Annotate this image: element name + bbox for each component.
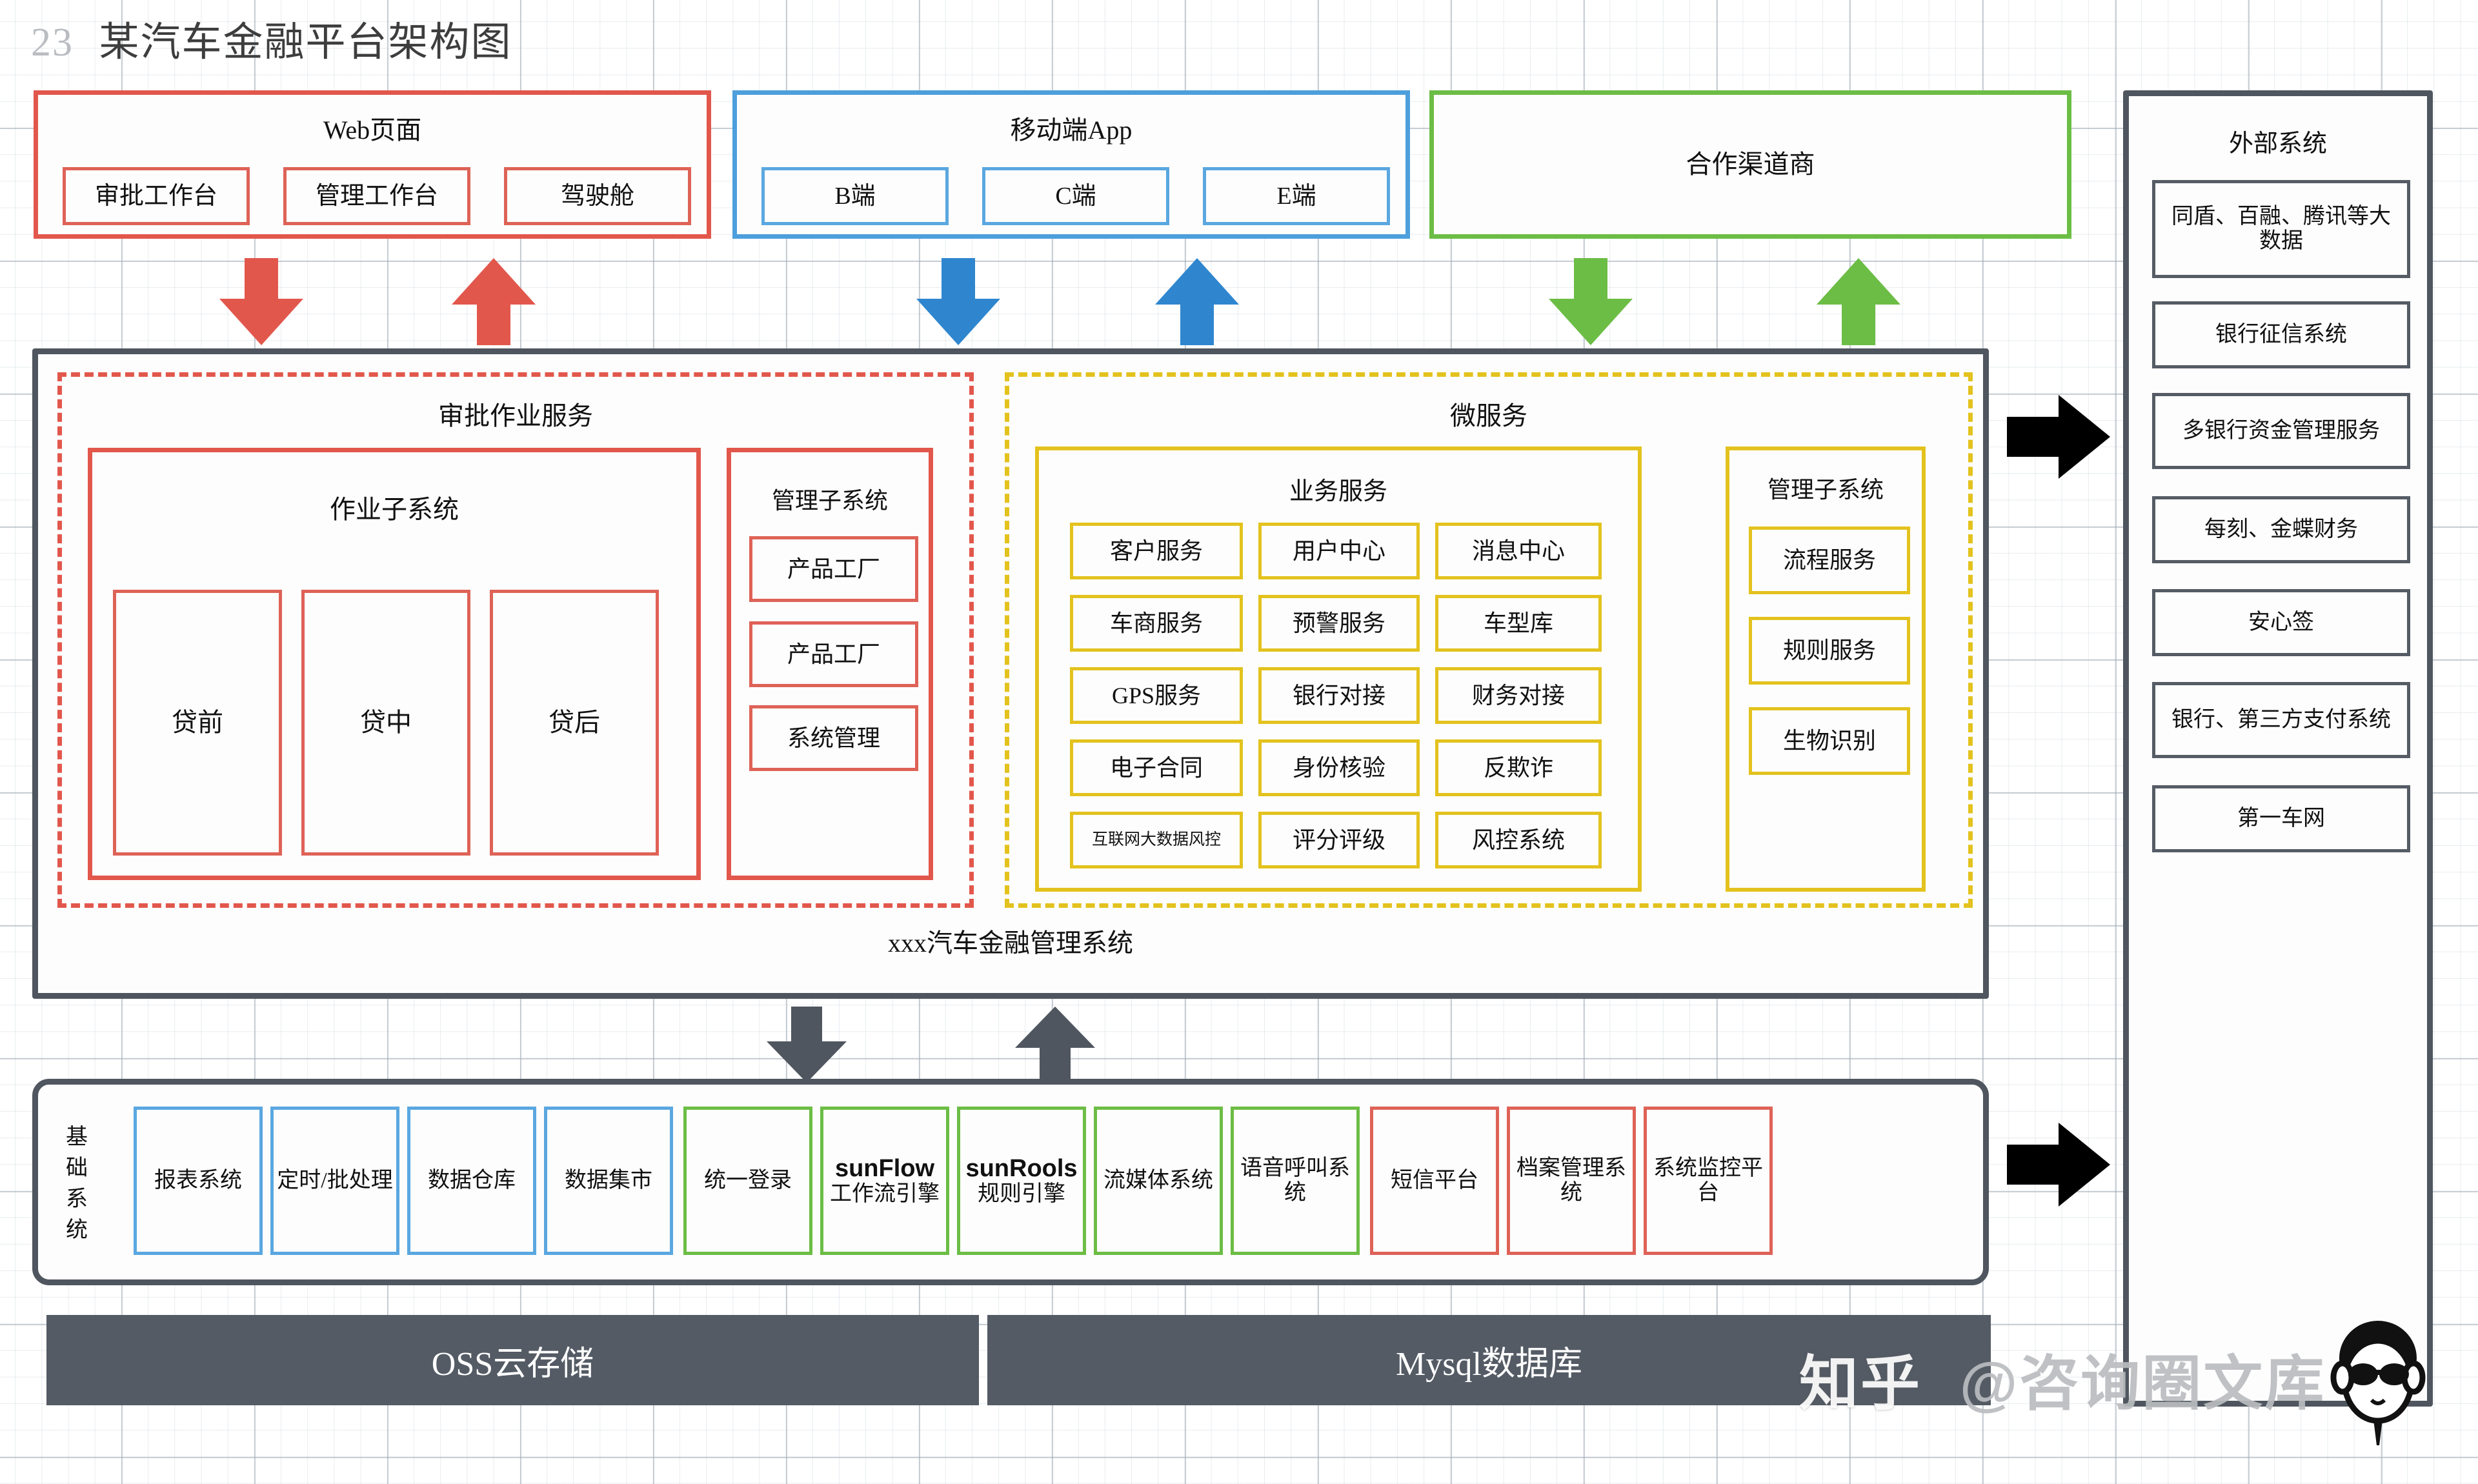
- web-item-management-workbench[interactable]: 管理工作台: [283, 167, 470, 225]
- channel-web-title: Web页面: [323, 115, 422, 145]
- business-service-item[interactable]: 车商服务: [1070, 595, 1243, 652]
- business-service-item[interactable]: GPS服务: [1070, 667, 1243, 724]
- mobile-item-c-end[interactable]: C端: [982, 167, 1169, 225]
- infra-item-label: 定时/批处理: [277, 1168, 393, 1192]
- external-item-bank-credit-system[interactable]: 银行征信系统: [2152, 301, 2410, 368]
- business-service-item[interactable]: 客户服务: [1070, 523, 1243, 579]
- external-item-bank-thirdparty-payment[interactable]: 银行、第三方支付系统: [2152, 682, 2410, 758]
- arrow-platform-to-mobile-up: [1155, 258, 1239, 345]
- channel-web-panel: Web页面 审批工作台 管理工作台 驾驶舱: [34, 90, 711, 239]
- web-item-cockpit[interactable]: 驾驶舱: [504, 167, 691, 225]
- microservice-mgmt-item-process-service[interactable]: 流程服务: [1749, 526, 1910, 594]
- business-service-item[interactable]: 身份核验: [1258, 739, 1420, 796]
- external-item-diyi-chewang[interactable]: 第一车网: [2152, 785, 2410, 852]
- external-item-anxinqian[interactable]: 安心签: [2152, 589, 2410, 656]
- business-service-item[interactable]: 消息中心: [1435, 523, 1602, 579]
- business-service-item[interactable]: 互联网大数据风控: [1070, 812, 1243, 868]
- business-service-item[interactable]: 用户中心: [1258, 523, 1420, 579]
- microservice-title: 微服务: [1450, 401, 1527, 430]
- approval-mgmt-item-product-factory-1[interactable]: 产品工厂: [749, 536, 918, 602]
- infra-item-report-system[interactable]: 报表系统: [134, 1107, 263, 1255]
- business-service-item[interactable]: 电子合同: [1070, 739, 1243, 796]
- infra-item-data-warehouse[interactable]: 数据仓库: [407, 1107, 536, 1255]
- arrow-mobile-to-platform-down: [916, 258, 1000, 345]
- infrastructure-shell: 基础系统 报表系统 定时/批处理 数据仓库 数据集市 统一登录 sunFlow …: [32, 1079, 1989, 1285]
- infra-item-streaming-media-system[interactable]: 流媒体系统: [1094, 1107, 1223, 1255]
- approval-service-group: 审批作业服务 作业子系统 贷前 贷中 贷后 管理子系统 产品工厂 产品工厂 系统…: [57, 372, 974, 908]
- mobile-item-b-end[interactable]: B端: [761, 167, 949, 225]
- approval-mgmt-item-system-management[interactable]: 系统管理: [749, 705, 918, 771]
- page-title-text: 某汽车金融平台架构图: [99, 21, 512, 65]
- business-service-item[interactable]: 预警服务: [1258, 595, 1420, 652]
- infra-item-sunrools-rule-engine[interactable]: sunRools 规则引擎: [957, 1107, 1086, 1255]
- microservice-mgmt-item-biometrics[interactable]: 生物识别: [1749, 707, 1910, 775]
- infra-item-system-monitoring-platform[interactable]: 系统监控平台: [1644, 1107, 1773, 1255]
- arrow-infrastructure-to-external-right: [2007, 1123, 2110, 1207]
- infra-item-label: 规则引擎: [978, 1182, 1065, 1207]
- approval-mgmt-subsystem-panel: 管理子系统 产品工厂 产品工厂 系统管理: [727, 448, 933, 880]
- business-service-title: 业务服务: [1289, 478, 1387, 505]
- microservice-mgmt-subsystem-panel: 管理子系统 流程服务 规则服务 生物识别: [1726, 446, 1926, 892]
- external-systems-shell: 外部系统 同盾、百融、腾讯等大数据 银行征信系统 多银行资金管理服务 每刻、金蝶…: [2123, 90, 2433, 1407]
- page-title: 23 某汽车金融平台架构图: [31, 9, 512, 67]
- external-item-multibank-fund-management[interactable]: 多银行资金管理服务: [2152, 393, 2410, 469]
- business-service-item[interactable]: 评分评级: [1258, 812, 1420, 868]
- microservice-group: 微服务 业务服务 客户服务 用户中心 消息中心 车商服务 预警服务 车型库 GP…: [1005, 372, 1973, 908]
- infrastructure-label: 基础系统: [62, 1125, 86, 1248]
- microservice-mgmt-subsystem-title: 管理子系统: [1767, 477, 1884, 503]
- external-systems-title: 外部系统: [2228, 130, 2327, 157]
- business-service-item[interactable]: 车型库: [1435, 595, 1602, 652]
- watermark-avatar-icon: [2330, 1321, 2426, 1445]
- watermark: 知乎 @咨询圈文库: [1799, 1336, 2326, 1421]
- arrow-partner-to-platform-down: [1549, 258, 1633, 345]
- page-title-number: 23: [31, 21, 74, 65]
- infra-item-data-mart[interactable]: 数据集市: [544, 1107, 673, 1255]
- infra-item-sms-platform[interactable]: 短信平台: [1370, 1107, 1499, 1255]
- job-stage-post-loan[interactable]: 贷后: [490, 590, 659, 856]
- business-service-item[interactable]: 风控系统: [1435, 812, 1602, 868]
- business-service-item[interactable]: 银行对接: [1258, 667, 1420, 724]
- infra-item-batch-processing[interactable]: 定时/批处理: [270, 1107, 399, 1255]
- infra-item-brand: sunRools: [965, 1154, 1078, 1182]
- watermark-brand: 知乎: [1799, 1351, 1922, 1417]
- channel-partner-panel: 合作渠道商: [1429, 90, 2071, 239]
- microservice-mgmt-item-rule-service[interactable]: 规则服务: [1749, 617, 1910, 685]
- arrow-web-to-platform-down: [219, 258, 303, 345]
- job-stage-in-loan[interactable]: 贷中: [301, 590, 470, 856]
- watermark-handle: @咨询圈文库: [1959, 1351, 2326, 1417]
- channel-mobile-title: 移动端App: [1010, 115, 1133, 145]
- job-stage-pre-loan[interactable]: 贷前: [113, 590, 282, 856]
- infra-item-unified-login[interactable]: 统一登录: [683, 1107, 812, 1255]
- job-subsystem-panel: 作业子系统 贷前 贷中 贷后: [88, 448, 701, 880]
- mobile-item-e-end[interactable]: E端: [1203, 167, 1390, 225]
- web-item-approval-workbench[interactable]: 审批工作台: [63, 167, 250, 225]
- job-subsystem-title: 作业子系统: [330, 495, 459, 524]
- business-service-item[interactable]: 反欺诈: [1435, 739, 1602, 796]
- infra-item-sunflow-workflow-engine[interactable]: sunFlow 工作流引擎: [820, 1107, 949, 1255]
- business-service-item[interactable]: 财务对接: [1435, 667, 1602, 724]
- infra-item-voice-call-system[interactable]: 语音呼叫系统: [1231, 1107, 1360, 1255]
- platform-footer-label: xxx汽车金融管理系统: [888, 928, 1133, 958]
- arrow-platform-to-external-right: [2007, 395, 2110, 479]
- infra-item-label: 工作流引擎: [830, 1182, 940, 1207]
- arrow-platform-to-web-up: [452, 258, 536, 345]
- infra-item-brand: sunFlow: [834, 1154, 935, 1182]
- storage-mysql: Mysql数据库: [987, 1315, 1991, 1405]
- infra-item-archive-management-system[interactable]: 档案管理系统: [1507, 1107, 1636, 1255]
- external-item-bigdata-vendors[interactable]: 同盾、百融、腾讯等大数据: [2152, 180, 2410, 278]
- approval-service-title: 审批作业服务: [438, 401, 593, 430]
- arrow-platform-to-infrastructure-down: [765, 1007, 849, 1083]
- approval-mgmt-subsystem-title: 管理子系统: [771, 488, 888, 514]
- storage-oss: OSS云存储: [46, 1315, 979, 1405]
- arrow-infrastructure-to-platform-up: [1013, 1007, 1097, 1083]
- arrow-platform-to-partner-up: [1817, 258, 1900, 345]
- external-item-finance-vendors[interactable]: 每刻、金蝶财务: [2152, 496, 2410, 563]
- business-service-panel: 业务服务 客户服务 用户中心 消息中心 车商服务 预警服务 车型库 GPS服务 …: [1035, 446, 1642, 892]
- channel-mobile-panel: 移动端App B端 C端 E端: [732, 90, 1410, 239]
- platform-shell: 审批作业服务 作业子系统 贷前 贷中 贷后 管理子系统 产品工厂 产品工厂 系统…: [32, 348, 1989, 999]
- approval-mgmt-item-product-factory-2[interactable]: 产品工厂: [749, 621, 918, 687]
